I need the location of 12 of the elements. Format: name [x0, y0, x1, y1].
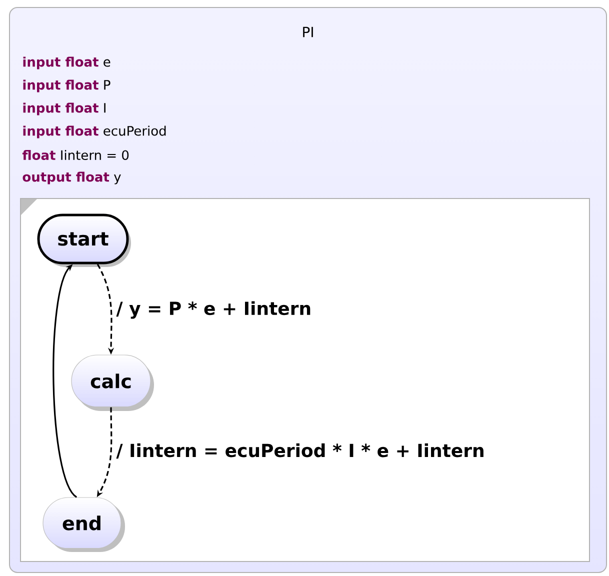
- declaration: float Iintern = 0: [22, 150, 129, 160]
- declaration: input float P: [23, 80, 110, 92]
- state-title: PI: [303, 26, 313, 38]
- declaration: input float e: [23, 56, 110, 70]
- transition-label: / Iintern = ecuPeriod * I * e + Iintern: [115, 442, 486, 460]
- state-node: calc: [71, 354, 154, 411]
- state-node: start: [37, 214, 131, 267]
- state-node: end: [42, 497, 125, 552]
- declaration: output float y: [22, 172, 121, 184]
- transition-label: / y = P * e + Iintern: [115, 300, 313, 320]
- declaration: input float I: [23, 102, 106, 116]
- declaration: input float ecuPeriod: [23, 126, 166, 138]
